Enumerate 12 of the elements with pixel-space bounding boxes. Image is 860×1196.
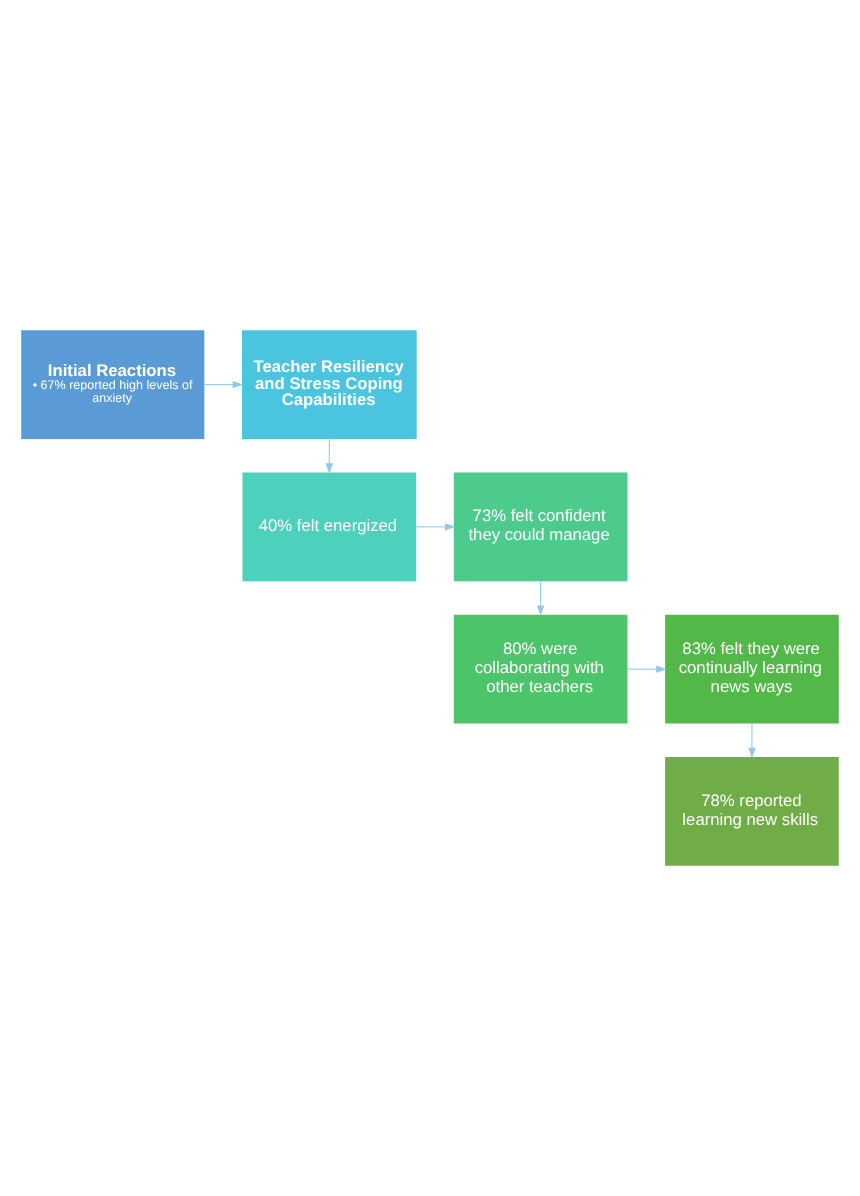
arrow (415, 523, 456, 531)
arrow (748, 723, 756, 759)
node-box: 78% reported learning new skills (665, 757, 839, 866)
node-box: Teacher Resiliency and Stress Coping Capabilities (241, 330, 417, 439)
arrow (325, 438, 333, 474)
arrow (627, 665, 667, 673)
arrow (536, 580, 545, 616)
node-box: 80% were collaborating with other teachers (453, 614, 628, 724)
arrow (204, 380, 244, 389)
node-box: 40% felt energized (242, 472, 417, 582)
node-box: 73% felt confident they could manage (453, 472, 628, 582)
node-box: 83% felt they were continually learning news ways (665, 614, 839, 724)
